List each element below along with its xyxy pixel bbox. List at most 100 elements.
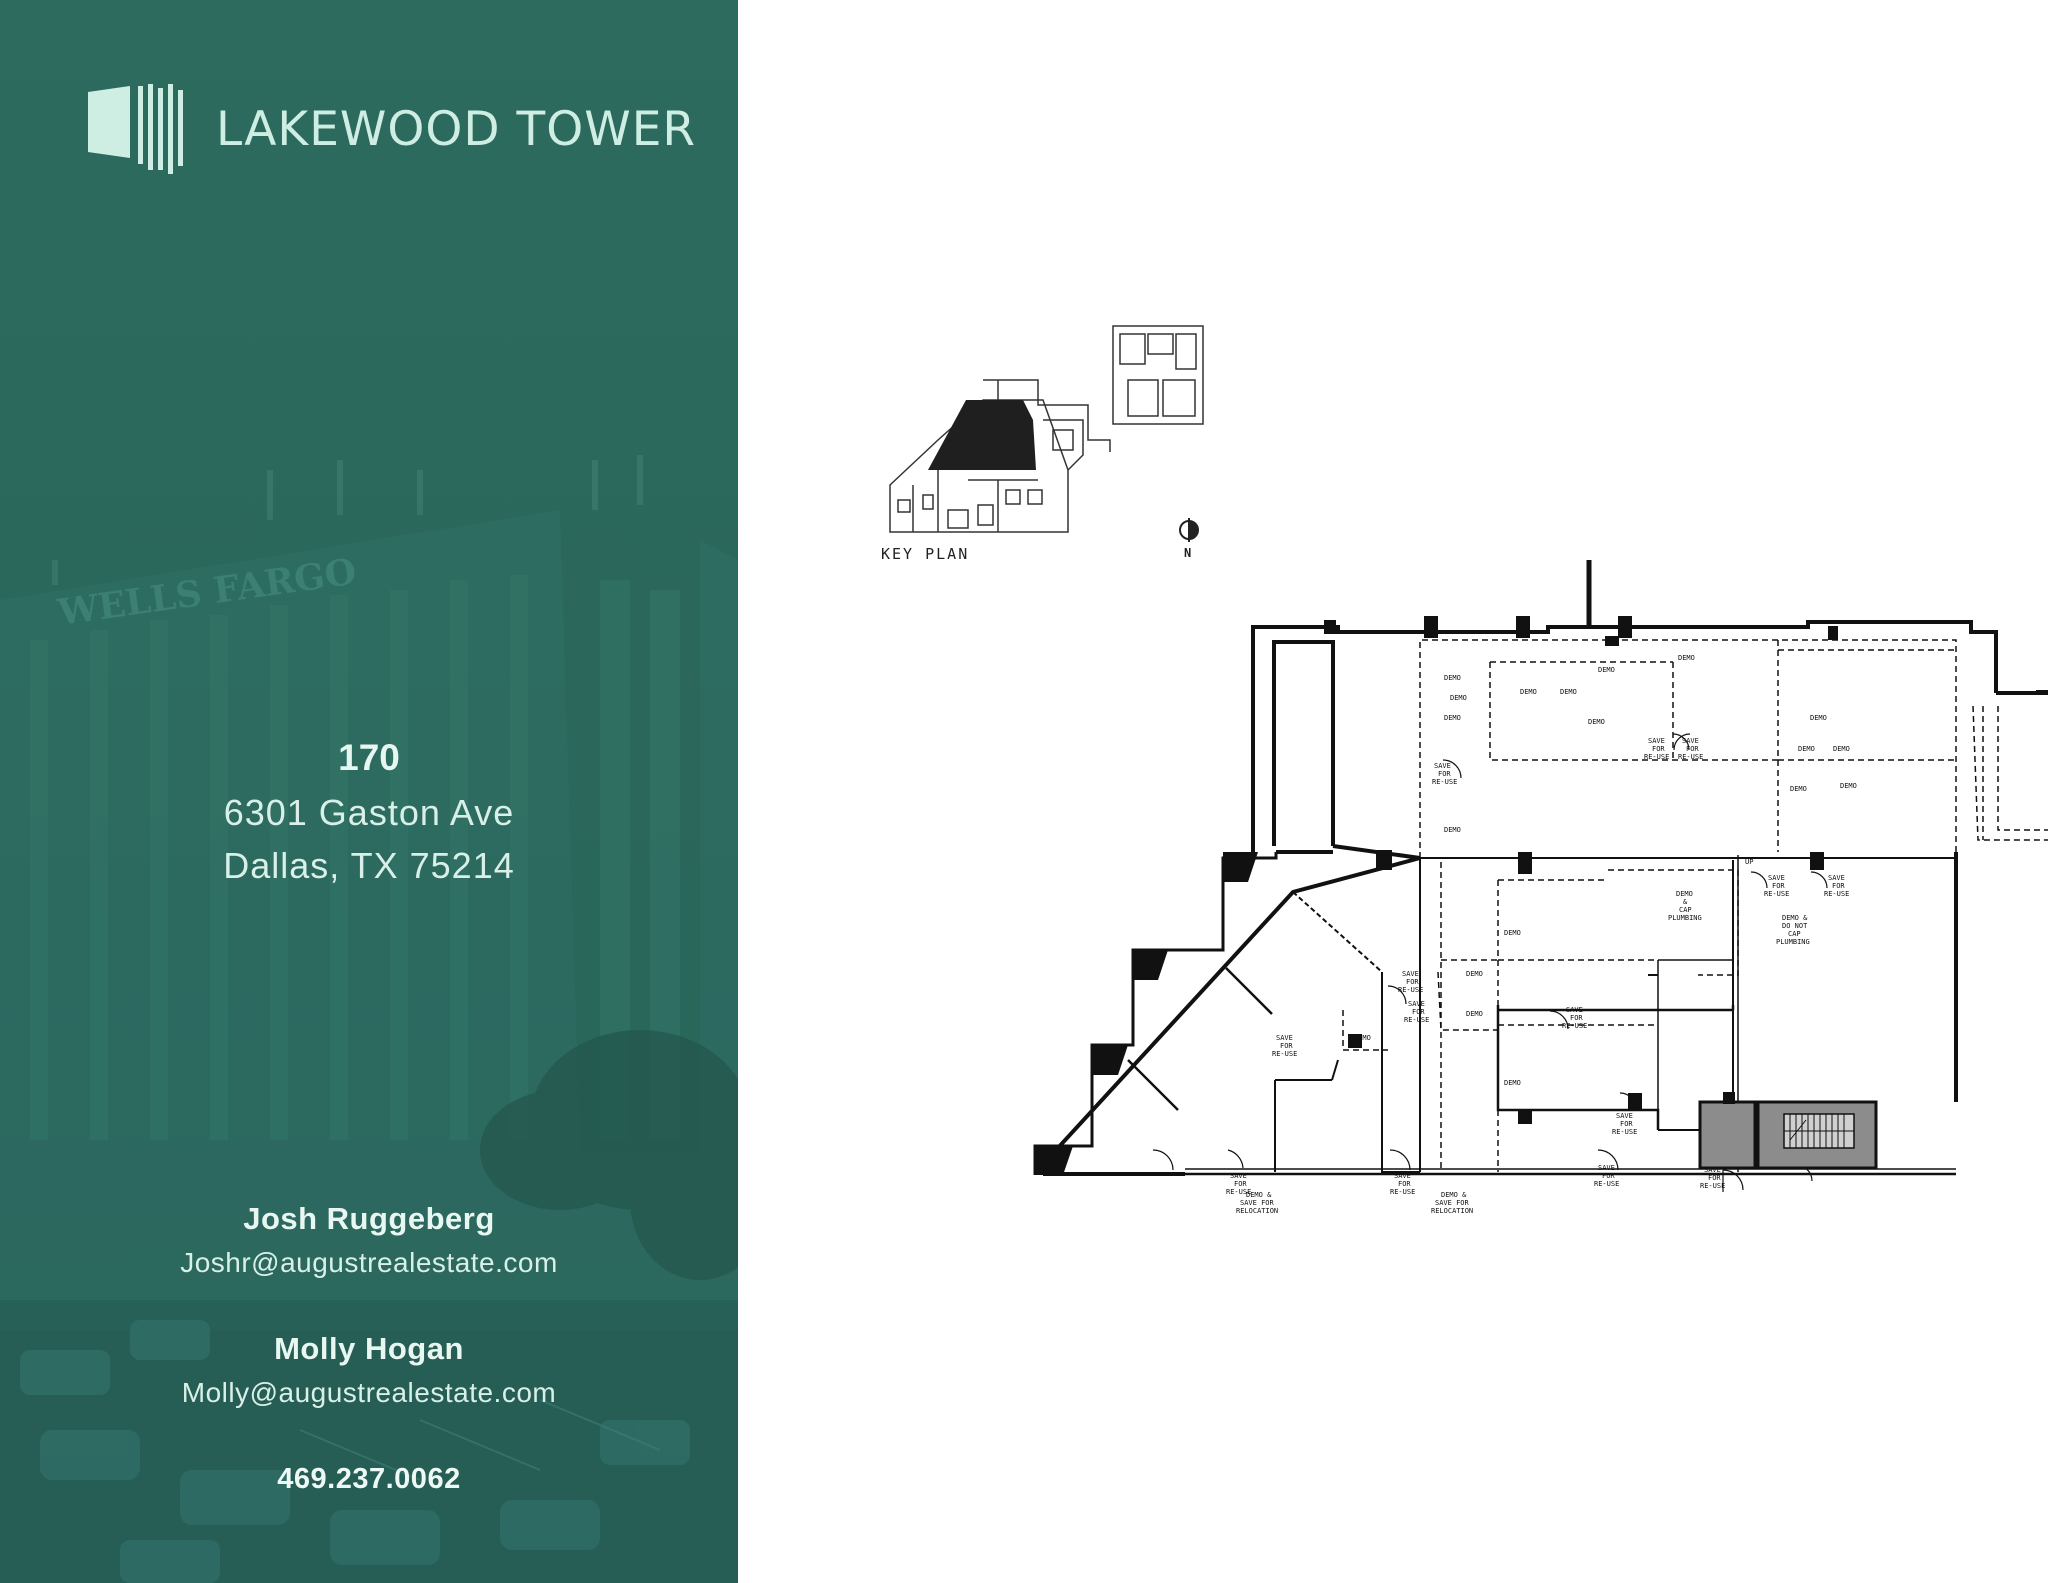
note-demo: DEMO — [1520, 688, 1537, 696]
svg-text:FOR: FOR — [1652, 745, 1665, 753]
svg-text:RE-USE: RE-USE — [1644, 753, 1669, 761]
svg-text:RE-USE: RE-USE — [1678, 753, 1703, 761]
floor-plan-drawing: KEY PLAN N — [881, 325, 2048, 1215]
svg-text:SAVE: SAVE — [1230, 1172, 1247, 1180]
svg-text:FOR: FOR — [1438, 770, 1451, 778]
note-demo-no-cap: DEMO & DO NOT CAP PLUMBING — [1776, 914, 1810, 946]
note-up: UP — [1745, 858, 1753, 866]
svg-text:SAVE: SAVE — [1402, 970, 1419, 978]
svg-text:FOR: FOR — [1570, 1014, 1583, 1022]
note-demo: DEMO — [1810, 714, 1827, 722]
svg-text:SAVE: SAVE — [1408, 1000, 1425, 1008]
suite-number: 170 — [338, 737, 400, 778]
svg-text:SAVE FOR: SAVE FOR — [1435, 1199, 1470, 1207]
note-demo: DEMO — [1504, 929, 1521, 937]
svg-text:FOR: FOR — [1772, 882, 1785, 890]
svg-text:FOR: FOR — [1280, 1042, 1293, 1050]
svg-text:RE-USE: RE-USE — [1562, 1022, 1587, 1030]
svg-text:RE-USE: RE-USE — [1398, 986, 1423, 994]
note-demo-relocation: DEMO & SAVE FOR RELOCATION — [1431, 1191, 1473, 1215]
note-demo: DEMO — [1798, 745, 1815, 753]
contact-email-1[interactable]: Joshr@augustrealestate.com — [180, 1247, 558, 1278]
svg-text:PLUMBING: PLUMBING — [1668, 914, 1702, 922]
note-demo: DEMO — [1678, 654, 1695, 662]
svg-text:CAP: CAP — [1788, 930, 1801, 938]
svg-text:RELOCATION: RELOCATION — [1236, 1207, 1278, 1215]
svg-text:SAVE: SAVE — [1704, 1166, 1721, 1174]
svg-text:FOR: FOR — [1398, 1180, 1411, 1188]
svg-text:FOR: FOR — [1412, 1008, 1425, 1016]
svg-text:DEMO &: DEMO & — [1441, 1191, 1467, 1199]
svg-text:DO NOT: DO NOT — [1782, 922, 1808, 930]
svg-text:SAVE FOR: SAVE FOR — [1240, 1199, 1275, 1207]
note-demo-relocation: DEMO & SAVE FOR RELOCATION — [1236, 1191, 1278, 1215]
note-demo: DEMO — [1840, 782, 1857, 790]
key-plan-highlight — [928, 400, 1036, 470]
svg-text:FOR: FOR — [1406, 978, 1419, 986]
svg-text:CAP: CAP — [1679, 906, 1692, 914]
svg-text:RE-USE: RE-USE — [1226, 1188, 1251, 1196]
lakewood-logo-icon — [88, 84, 183, 174]
north-arrow-icon: N — [1179, 518, 1199, 560]
svg-text:RE-USE: RE-USE — [1390, 1188, 1415, 1196]
svg-text:SAVE: SAVE — [1768, 874, 1785, 882]
svg-text:FOR: FOR — [1620, 1120, 1633, 1128]
note-demo: DEMO — [1466, 1010, 1483, 1018]
note-demo: DEMO — [1504, 1079, 1521, 1087]
address-line-1: 6301 Gaston Ave — [223, 792, 515, 833]
svg-text:PLUMBING: PLUMBING — [1776, 938, 1810, 946]
note-demo: DEMO — [1444, 714, 1461, 722]
svg-text:SAVE: SAVE — [1616, 1112, 1633, 1120]
contact-name-2: Molly Hogan — [274, 1331, 464, 1366]
building-photo: WELLS FARGO — [0, 455, 738, 1583]
note-demo: DEMO — [1598, 666, 1615, 674]
key-plan-label: KEY PLAN — [881, 545, 969, 563]
svg-text:SAVE: SAVE — [1434, 762, 1451, 770]
svg-text:FOR: FOR — [1708, 1174, 1721, 1182]
svg-text:FOR: FOR — [1602, 1172, 1615, 1180]
svg-text:SAVE: SAVE — [1648, 737, 1665, 745]
main-floor-plan — [1033, 560, 2048, 1192]
brand-logo: LAKEWOOD TOWER — [88, 84, 696, 174]
note-demo: DEMO — [1466, 970, 1483, 978]
svg-text:SAVE: SAVE — [1682, 737, 1699, 745]
note-demo: DEMO — [1354, 1034, 1371, 1042]
svg-text:RE-USE: RE-USE — [1432, 778, 1457, 786]
note-demo: DEMO — [1560, 688, 1577, 696]
svg-text:RE-USE: RE-USE — [1594, 1180, 1619, 1188]
svg-text:RE-USE: RE-USE — [1764, 890, 1789, 898]
svg-text:SAVE: SAVE — [1598, 1164, 1615, 1172]
note-demo-cap-plumbing: DEMO & CAP PLUMBING — [1668, 890, 1702, 922]
svg-text:RE-USE: RE-USE — [1824, 890, 1849, 898]
svg-text:RE-USE: RE-USE — [1612, 1128, 1637, 1136]
contact-phone[interactable]: 469.237.0062 — [277, 1463, 461, 1495]
svg-text:SAVE: SAVE — [1828, 874, 1845, 882]
svg-text:RE-USE: RE-USE — [1700, 1182, 1725, 1190]
svg-text:DEMO &: DEMO & — [1246, 1191, 1272, 1199]
contact-email-2[interactable]: Molly@augustrealestate.com — [181, 1377, 557, 1408]
note-demo: DEMO — [1833, 745, 1850, 753]
svg-text:DEMO: DEMO — [1676, 890, 1693, 898]
svg-text:RELOCATION: RELOCATION — [1431, 1207, 1473, 1215]
note-demo: DEMO — [1790, 785, 1807, 793]
note-demo: DEMO — [1450, 694, 1467, 702]
key-plan — [889, 325, 1204, 533]
sidebar-panel: WELLS FARGO LAKEWOOD TOWER — [0, 0, 738, 1583]
svg-text:SAVE: SAVE — [1276, 1034, 1293, 1042]
note-demo: DEMO — [1444, 674, 1461, 682]
svg-text:RE-USE: RE-USE — [1404, 1016, 1429, 1024]
note-demo: DEMO — [1444, 826, 1461, 834]
note-demo: DEMO — [1588, 718, 1605, 726]
plan-annotations: DEMO DEMO DEMO DEMO DEMO DEMO DEMO DEMO … — [1226, 654, 1857, 1215]
north-label: N — [1184, 546, 1191, 560]
